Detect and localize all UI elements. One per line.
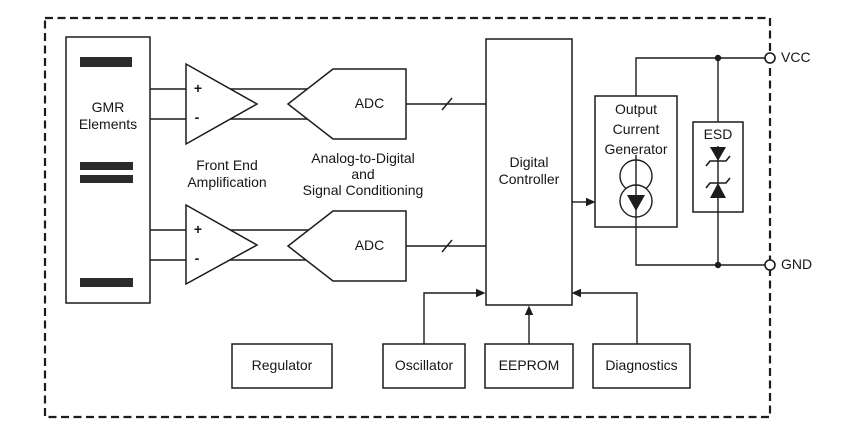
wire-ocg-gnd — [635, 227, 765, 266]
wire-gmr-amp1 — [150, 88, 186, 120]
vcc-terminal — [764, 52, 776, 64]
arrowhead-eeprom — [524, 305, 534, 315]
signal-conditioning-caption-line2: and — [351, 166, 375, 182]
wire-amp1-adc1 — [224, 88, 311, 120]
bus-slash-1 — [441, 97, 453, 111]
wire-layer — [150, 54, 765, 344]
chip-boundary-dashed-border — [43, 16, 772, 419]
signal-conditioning-caption-line1: Analog-to-Digital — [311, 150, 415, 166]
digital-controller-box — [485, 38, 573, 306]
output-current-generator-label: Output Current Generator — [595, 99, 677, 159]
signal-conditioning-caption: Analog-to-Digital and Signal Conditionin… — [281, 150, 445, 198]
oscillator-label: Oscillator — [394, 357, 454, 373]
oscillator-box — [382, 343, 466, 389]
arrowhead-diagnostics — [571, 288, 581, 298]
zener-top-bar — [705, 155, 731, 167]
digital-controller-label-line1: Digital — [509, 154, 549, 170]
gmr-element-bars — [80, 57, 133, 287]
gmr-elements-label-line2: Elements — [78, 116, 138, 132]
gmr-elements-label: GMR Elements — [66, 99, 150, 133]
regulator-label: Regulator — [251, 357, 313, 373]
front-end-label-line1: Front End — [196, 157, 258, 173]
esd-diode-symbol — [705, 146, 731, 212]
opamp1-triangle — [185, 62, 259, 146]
digital-controller-label: Digital Controller — [486, 154, 572, 188]
eeprom-label: EEPROM — [498, 357, 560, 373]
gnd-terminal — [764, 259, 776, 271]
front-end-label-line2: Amplification — [187, 174, 267, 190]
opamp2-minus-sign: - — [194, 250, 200, 266]
gmr-elements-label-line1: GMR — [91, 99, 125, 115]
wire-gmr-amp2 — [150, 229, 186, 261]
adc2-pentagon — [286, 210, 407, 282]
gmr-bar-2 — [80, 162, 133, 170]
regulator-box — [231, 343, 333, 389]
opamp2-triangle — [185, 203, 259, 286]
bus-slash-2 — [441, 239, 453, 253]
wire-diagnostics-controller — [580, 292, 638, 344]
signal-conditioning-caption-line3: Signal Conditioning — [302, 182, 424, 198]
zener-bottom-triangle — [710, 183, 726, 198]
junction-dot-vcc — [714, 54, 722, 62]
ocg-label-line3: Generator — [604, 141, 668, 157]
digital-controller-label-line2: Controller — [498, 171, 560, 187]
esd-label: ESD — [699, 126, 737, 143]
current-source-symbol — [619, 155, 653, 227]
arrowhead-ocg — [586, 197, 596, 207]
eeprom-box — [484, 343, 574, 389]
adc1-label: ADC — [354, 95, 385, 111]
opamp1-plus-sign: + — [193, 80, 203, 96]
zener-top-triangle — [710, 147, 726, 161]
diagnostics-label: Diagnostics — [605, 357, 678, 373]
diagnostics-box — [592, 343, 691, 389]
opamp2-plus-sign: + — [193, 221, 203, 237]
adc2-label: ADC — [354, 237, 385, 253]
ocg-label-line2: Current — [612, 121, 660, 137]
block-layer — [65, 36, 744, 389]
gmr-bar-4 — [80, 278, 133, 287]
ocg-label-line1: Output — [614, 101, 658, 117]
front-end-amplification-label: Front End Amplification — [156, 157, 298, 191]
junction-dot-gnd — [714, 261, 722, 269]
current-source-arrow — [627, 195, 645, 211]
arrowhead-oscillator — [476, 288, 486, 298]
wire-ocg-vcc — [635, 57, 765, 96]
vcc-pin-label: VCC — [781, 49, 811, 65]
wire-oscillator-controller — [423, 292, 478, 344]
gmr-bar-3 — [80, 175, 133, 183]
adc1-pentagon — [286, 68, 407, 140]
opamp1-minus-sign: - — [194, 109, 200, 125]
wire-amp2-adc2 — [224, 229, 311, 261]
gmr-bar-1 — [80, 57, 132, 67]
gnd-pin-label: GND — [781, 256, 813, 272]
